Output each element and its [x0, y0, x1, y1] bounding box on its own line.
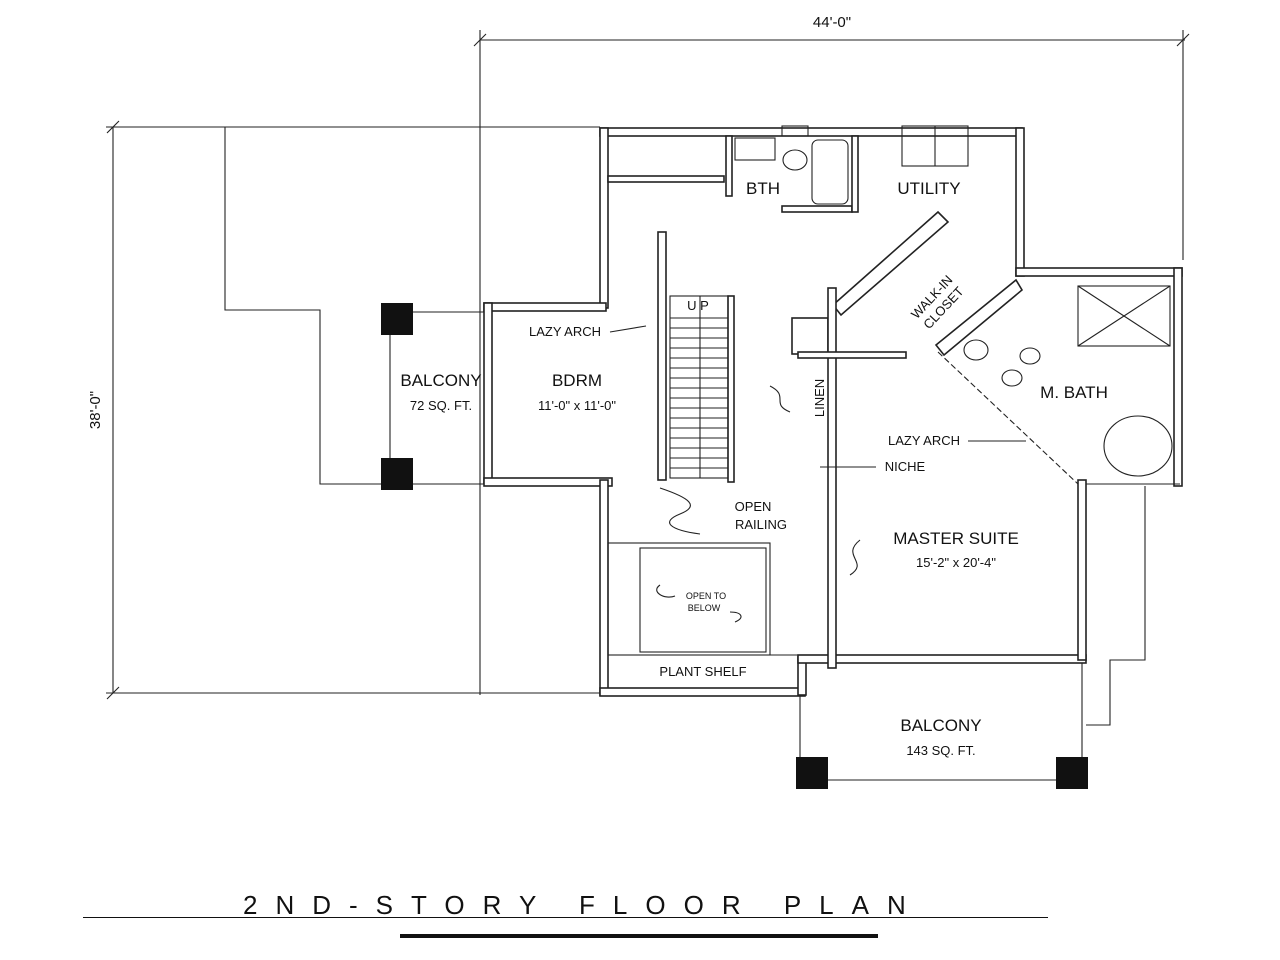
- balcony-south: [796, 663, 1088, 789]
- balcony-south-area: 143 SQ. FT.: [906, 743, 975, 758]
- bth-label: BTH: [746, 179, 780, 198]
- balcony-post: [381, 303, 413, 335]
- open-railing-note: OPEN: [735, 499, 772, 514]
- master-suite-size: 15'-2" x 20'-4": [916, 555, 996, 570]
- width-dimension-label: 44'-0": [813, 14, 851, 31]
- open-railing-note-2: RAILING: [735, 517, 787, 532]
- plant-shelf-label: PLANT SHELF: [659, 664, 746, 679]
- lazy-arch-note-2: LAZY ARCH: [888, 433, 960, 448]
- balcony-west-label: BALCONY: [400, 371, 481, 390]
- title-underline-bold: [400, 934, 878, 938]
- exterior-walls: [483, 127, 1183, 726]
- open-to-below-note: OPEN TO: [686, 591, 726, 601]
- stair-up-label: U P: [687, 298, 709, 313]
- balcony-west: [381, 303, 484, 490]
- master-suite-label: MASTER SUITE: [893, 529, 1019, 548]
- open-to-below-note-2: BELOW: [688, 603, 721, 613]
- dimension-width: 44'-0": [473, 14, 1190, 695]
- utility-label: UTILITY: [897, 179, 960, 198]
- niche-note: NICHE: [885, 459, 926, 474]
- balcony-south-label: BALCONY: [900, 716, 981, 735]
- title-underline: [83, 917, 1048, 918]
- balcony-post: [1056, 757, 1088, 789]
- stair: U P: [669, 295, 729, 479]
- linen-label: LINEN: [812, 379, 827, 417]
- depth-dimension-label: 38'-0": [87, 391, 104, 429]
- bdrm-label: BDRM: [552, 371, 602, 390]
- interior-walls: [607, 135, 1079, 669]
- m-bath-label: M. BATH: [1040, 383, 1108, 402]
- balcony-post: [381, 458, 413, 490]
- roof-outline: [224, 127, 382, 485]
- fixtures: [734, 125, 1173, 477]
- bdrm-size: 11'-0" x 11'-0": [538, 398, 616, 413]
- balcony-west-area: 72 SQ. FT.: [410, 398, 472, 413]
- plan-title-text: 2ND-STORY FLOOR PLAN: [243, 890, 924, 920]
- lazy-arch-note-1: LAZY ARCH: [529, 324, 601, 339]
- plan-title: 2ND-STORY FLOOR PLAN: [0, 890, 1280, 930]
- balcony-post: [796, 757, 828, 789]
- dimension-depth: 38'-0": [87, 120, 600, 700]
